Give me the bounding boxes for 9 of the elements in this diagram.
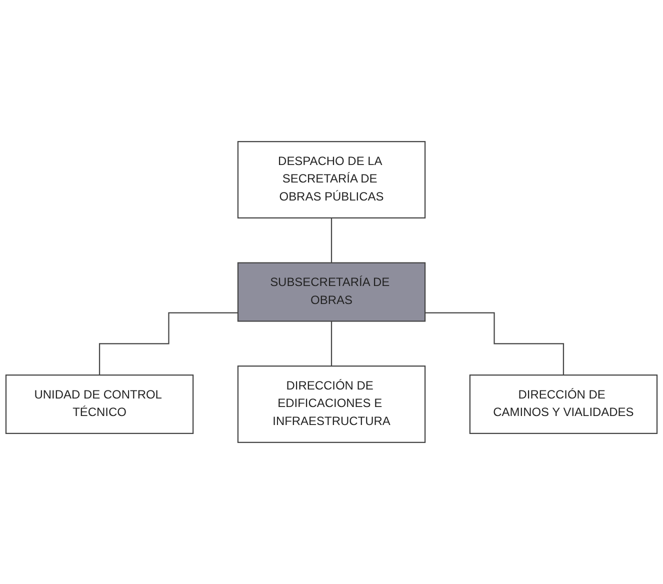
node-box: DIRECCIÓN DE EDIFICACIONES E INFRAESTRUCTURA [237, 366, 426, 443]
node-box: UNIDAD DE CONTROL TÉCNICO [5, 374, 194, 434]
connector [425, 312, 564, 376]
connector [330, 217, 332, 264]
node-box: DESPACHO DE LA SECRETARÍA DE OBRAS PÚBLICAS [237, 141, 426, 218]
node-box: SUBSECRETARÍA DE OBRAS [237, 262, 426, 322]
connector [98, 312, 238, 376]
node-box: DIRECCIÓN DE CAMINOS Y VIALIDADES [469, 374, 658, 434]
connector [330, 320, 332, 367]
